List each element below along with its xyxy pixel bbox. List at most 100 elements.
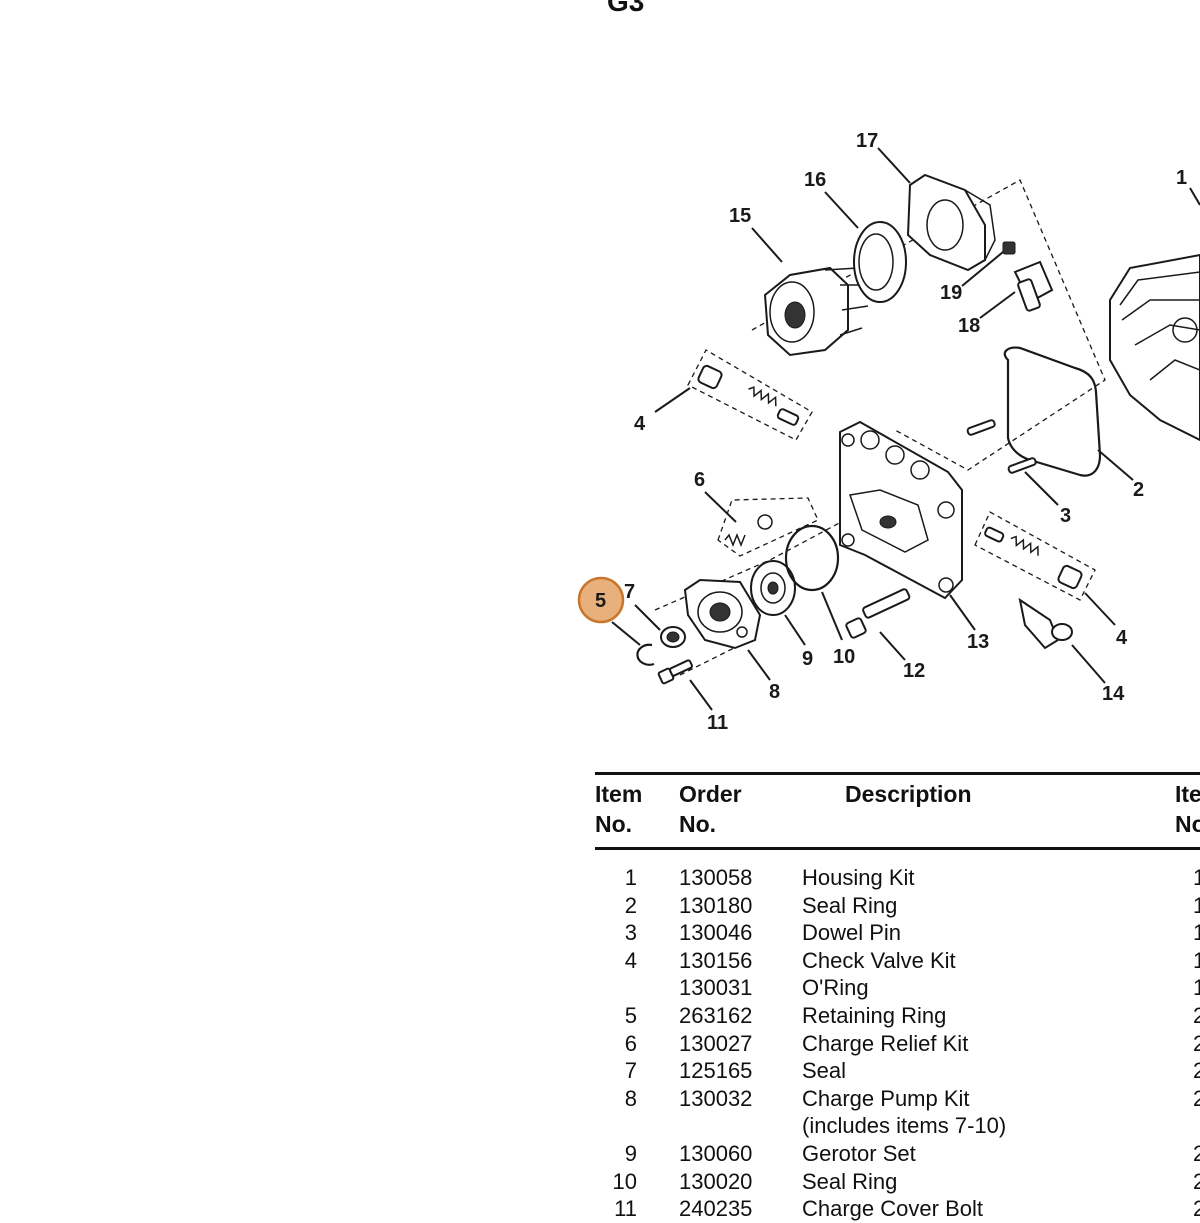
description: Seal bbox=[802, 1058, 847, 1084]
table-row[interactable]: 9 130060 Gerotor Set 2 bbox=[595, 1140, 1200, 1168]
order-no: 130031 bbox=[679, 975, 753, 1001]
next-column-value: 2 bbox=[1193, 1140, 1200, 1166]
table-row[interactable]: 7 125165 Seal 2 bbox=[595, 1057, 1200, 1085]
item-no: 7 bbox=[624, 1058, 637, 1084]
charge-pump-cover-part bbox=[683, 578, 762, 650]
callout-15[interactable]: 15 bbox=[729, 205, 751, 227]
callout-17[interactable]: 17 bbox=[856, 130, 878, 152]
item-no: 5 bbox=[624, 1002, 637, 1028]
header-item-no: No. bbox=[595, 811, 633, 837]
check-valve-kit-right-part bbox=[984, 526, 1083, 590]
description: Charge Relief Kit bbox=[802, 1030, 969, 1056]
description: Gerotor Set bbox=[802, 1140, 916, 1166]
cylinder-block-part bbox=[763, 266, 869, 357]
table-row[interactable]: (includes items 7-10) bbox=[595, 1112, 1200, 1140]
order-no: 125165 bbox=[679, 1058, 753, 1084]
description: Dowel Pin bbox=[802, 920, 902, 946]
header-next-item: Ite bbox=[1175, 781, 1200, 807]
description: Check Valve Kit bbox=[802, 947, 956, 973]
bolt-part bbox=[845, 588, 911, 639]
table-header: Item No. Order No. Description Ite No bbox=[595, 772, 1200, 850]
callout-1[interactable]: 1 bbox=[1176, 167, 1187, 189]
leader-lines bbox=[611, 147, 1200, 711]
header-next-item-no: No bbox=[1175, 811, 1200, 837]
dowel-pin-part bbox=[966, 419, 1037, 474]
order-no: 130046 bbox=[679, 920, 753, 946]
description: Charge Cover Bolt bbox=[802, 1196, 983, 1222]
center-section-part bbox=[839, 420, 963, 600]
callout-5[interactable]: 5 bbox=[595, 590, 606, 612]
valve-plug-part bbox=[1018, 597, 1073, 650]
retaining-ring-part bbox=[636, 643, 655, 666]
callout-3[interactable]: 3 bbox=[1060, 505, 1071, 527]
item-no: 4 bbox=[624, 947, 637, 973]
header-item: Item bbox=[595, 781, 643, 807]
table-row[interactable]: 4 130156 Check Valve Kit 1 bbox=[595, 947, 1200, 975]
callout-16[interactable]: 16 bbox=[804, 169, 826, 191]
callout-9[interactable]: 9 bbox=[802, 648, 813, 670]
description: Seal Ring bbox=[802, 892, 898, 918]
description: O'Ring bbox=[802, 975, 869, 1001]
order-no: 130180 bbox=[679, 892, 753, 918]
callout-7[interactable]: 7 bbox=[624, 581, 635, 603]
assembly-line-charge-pump bbox=[654, 519, 846, 611]
description: Retaining Ring bbox=[802, 1002, 947, 1028]
item-no: 9 bbox=[624, 1140, 637, 1166]
swashplate-part bbox=[906, 173, 996, 272]
item-no: 6 bbox=[624, 1030, 637, 1056]
seal-part bbox=[660, 626, 686, 648]
order-no: 263162 bbox=[679, 1002, 753, 1028]
next-column-value: 1 bbox=[1193, 947, 1200, 973]
pump-seal-ring-part bbox=[784, 524, 840, 592]
order-no: 130060 bbox=[679, 1140, 753, 1166]
seal-ring-part bbox=[1003, 346, 1102, 477]
callout-13[interactable]: 13 bbox=[967, 631, 989, 653]
table-row[interactable]: 130031 O'Ring 1 bbox=[595, 974, 1200, 1002]
next-column-value: 1 bbox=[1193, 975, 1200, 1001]
callout-14[interactable]: 14 bbox=[1102, 683, 1125, 705]
order-no: 130156 bbox=[679, 947, 753, 973]
charge-relief-kit-part bbox=[724, 514, 773, 548]
item-no: 10 bbox=[612, 1168, 637, 1194]
housing-part bbox=[1109, 253, 1200, 442]
description: Housing Kit bbox=[802, 865, 915, 890]
item-no: 3 bbox=[624, 920, 637, 946]
callout-10[interactable]: 10 bbox=[833, 646, 855, 668]
callout-6[interactable]: 6 bbox=[694, 469, 705, 491]
callout-2[interactable]: 2 bbox=[1133, 479, 1144, 501]
callout-18[interactable]: 18 bbox=[958, 315, 980, 337]
next-column-value: 2 bbox=[1193, 1058, 1200, 1084]
thrust-seal-part bbox=[853, 221, 907, 303]
assembly-line-pump-group bbox=[751, 179, 1106, 471]
gerotor-set-part bbox=[750, 560, 796, 616]
key-part bbox=[1002, 241, 1016, 255]
callout-19[interactable]: 19 bbox=[940, 282, 962, 304]
order-no: 130027 bbox=[679, 1030, 753, 1056]
charge-cover-bolt-part bbox=[657, 659, 694, 685]
shaft-part bbox=[1013, 260, 1054, 312]
table-row[interactable]: 6 130027 Charge Relief Kit 2 bbox=[595, 1030, 1200, 1058]
callout-12[interactable]: 12 bbox=[903, 660, 925, 682]
highlight-marker[interactable] bbox=[577, 576, 625, 624]
callout-4-left[interactable]: 4 bbox=[634, 413, 646, 435]
page-title: G3 bbox=[607, 0, 645, 17]
next-column-value: 2 bbox=[1193, 1030, 1200, 1056]
description: Seal Ring bbox=[802, 1168, 898, 1194]
assembly-line-valve-kit-left bbox=[687, 349, 813, 441]
item-no: 8 bbox=[624, 1085, 637, 1111]
order-no: 130020 bbox=[679, 1168, 753, 1194]
callout-4-right[interactable]: 4 bbox=[1116, 627, 1128, 649]
callout-8[interactable]: 8 bbox=[769, 681, 780, 703]
next-column-value: 1 bbox=[1193, 865, 1200, 890]
header-description: Description bbox=[845, 781, 972, 807]
assembly-line-valve-kit-right bbox=[974, 511, 1096, 601]
callout-11[interactable]: 11 bbox=[707, 712, 728, 734]
